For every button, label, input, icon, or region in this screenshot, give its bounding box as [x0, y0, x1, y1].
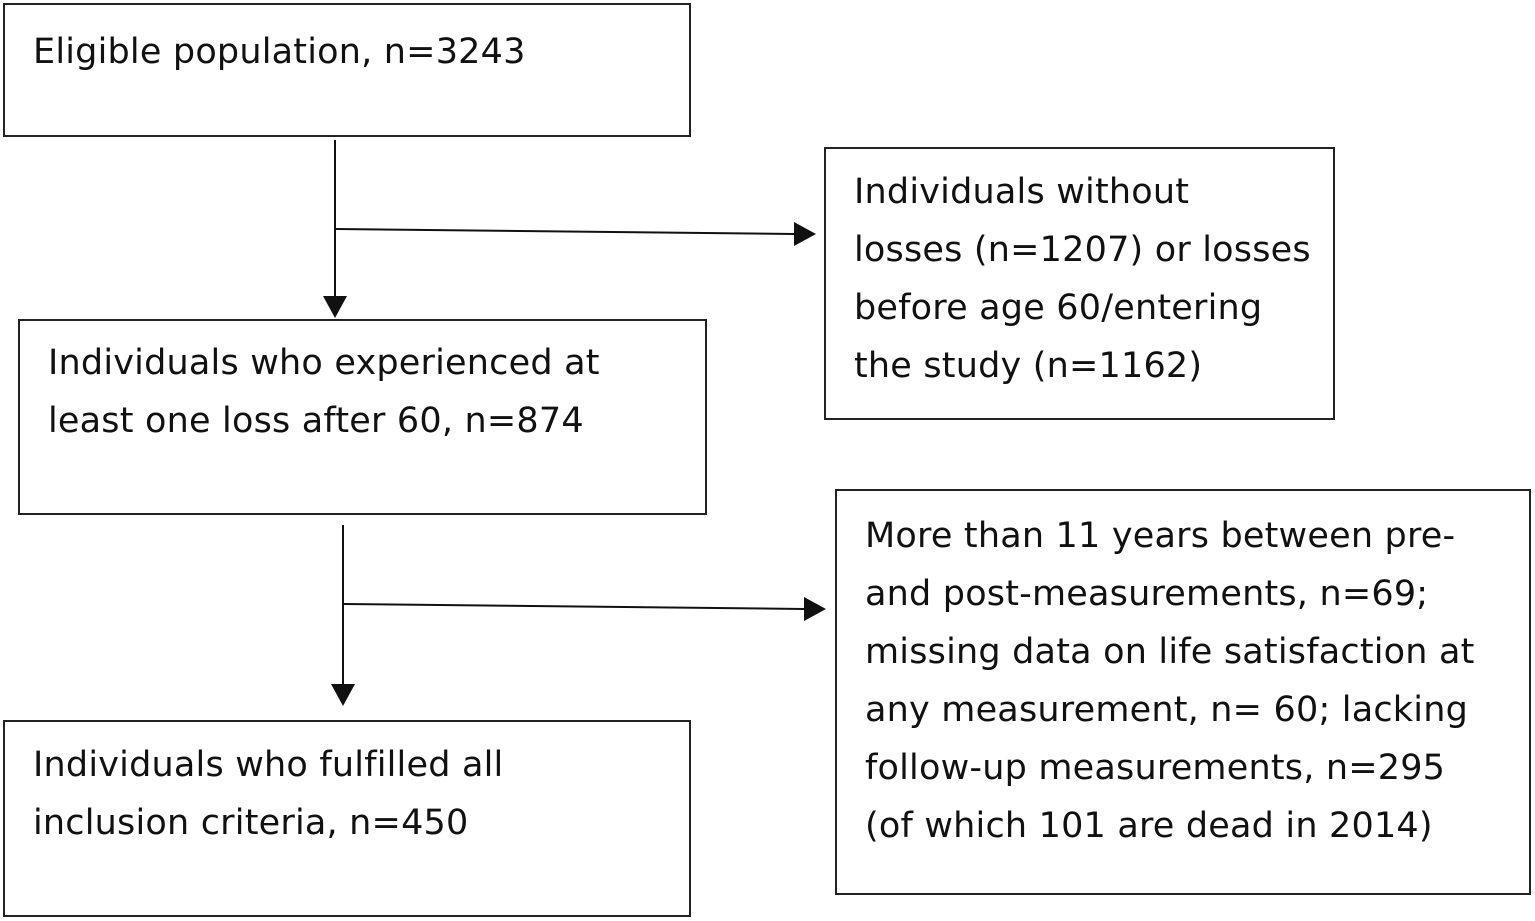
excluded-second-line-5: follow-up measurements, n=295 — [865, 748, 1446, 788]
excluded-first-line-2: losses (n=1207) or losses — [854, 230, 1311, 270]
eligible-population-box: Eligible population, n=3243 — [3, 3, 691, 137]
arrowhead-eligible-to-loss — [323, 296, 347, 318]
excluded-measurement-text: More than 11 years between pre- and post… — [865, 507, 1475, 855]
excluded-second-line-6: (of which 101 are dead in 2014) — [865, 806, 1433, 846]
excluded-second-line-3: missing data on life satisfaction at — [865, 632, 1475, 672]
excluded-second-line-2: and post-measurements, n=69; — [865, 574, 1429, 614]
arrow-branch-second-exclusion — [343, 603, 805, 610]
excluded-second-line-1: More than 11 years between pre- — [865, 516, 1456, 556]
excluded-first-line-4: the study (n=1162) — [854, 346, 1203, 386]
arrowhead-loss-to-included — [331, 684, 355, 706]
included-line-2: inclusion criteria, n=450 — [33, 803, 469, 843]
included-box: Individuals who fulfilled all inclusion … — [3, 720, 691, 917]
included-text: Individuals who fulfilled all inclusion … — [33, 736, 503, 852]
excluded-measurement-box: More than 11 years between pre- and post… — [835, 489, 1531, 895]
experienced-loss-text: Individuals who experienced at least one… — [48, 334, 600, 450]
eligible-line-1: Eligible population, n=3243 — [33, 32, 526, 72]
eligible-population-text: Eligible population, n=3243 — [33, 23, 526, 81]
experienced-loss-line-2: least one loss after 60, n=874 — [48, 401, 584, 441]
excluded-first-line-3: before age 60/entering — [854, 288, 1263, 328]
experienced-loss-line-1: Individuals who experienced at — [48, 343, 600, 383]
included-line-1: Individuals who fulfilled all — [33, 745, 504, 785]
arrowhead-second-exclusion — [804, 597, 826, 621]
excluded-no-loss-box: Individuals without losses (n=1207) or l… — [824, 147, 1335, 420]
excluded-second-line-4: any measurement, n= 60; lacking — [865, 690, 1468, 730]
excluded-no-loss-text: Individuals without losses (n=1207) or l… — [854, 163, 1311, 395]
excluded-first-line-1: Individuals without — [854, 172, 1190, 212]
arrow-branch-first-exclusion — [335, 228, 795, 235]
experienced-loss-box: Individuals who experienced at least one… — [18, 319, 707, 515]
arrowhead-first-exclusion — [794, 222, 816, 246]
